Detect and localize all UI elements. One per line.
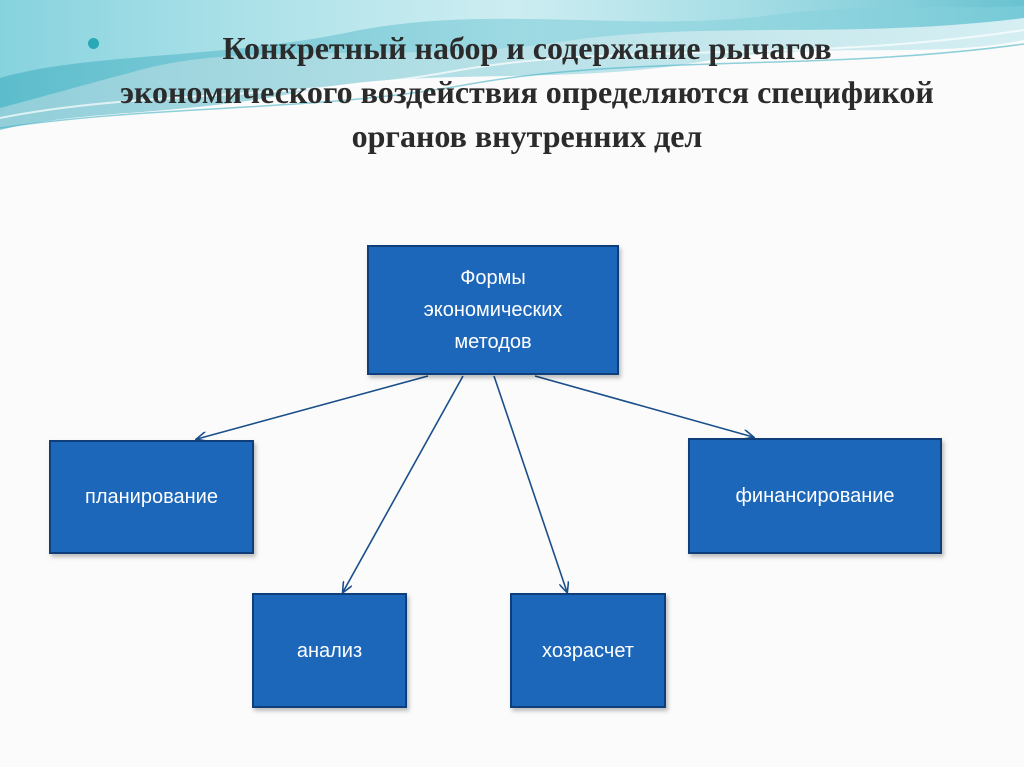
node-label: Формы экономических методов [423, 267, 563, 353]
node-label: хозрасчет [542, 639, 634, 662]
wave-edge-line [0, 43, 1024, 129]
arrow-to-analysis [343, 375, 464, 592]
arrow-to-financing [534, 375, 753, 437]
slide-title: Конкретный набор и содержание рычагов эк… [120, 30, 934, 154]
wave-mid-band [0, 6, 1024, 130]
title-block: Конкретный набор и содержание рычагов эк… [88, 26, 948, 158]
node-label: планирование [85, 486, 218, 508]
arrow-to-planning [197, 375, 429, 439]
node-analysis: анализ [252, 593, 407, 708]
node-economic-methods-forms: Формы экономических методов [367, 245, 619, 375]
node-financing: финансирование [688, 438, 942, 554]
bullet-icon [88, 38, 99, 49]
node-label: анализ [296, 639, 363, 662]
wave-thin-line [0, 29, 1024, 119]
node-cost-accounting: хозрасчет [510, 593, 666, 708]
arrow-to-cost-accounting [493, 375, 567, 592]
node-label: финансирование [735, 485, 895, 507]
node-planning: планирование [49, 440, 254, 554]
